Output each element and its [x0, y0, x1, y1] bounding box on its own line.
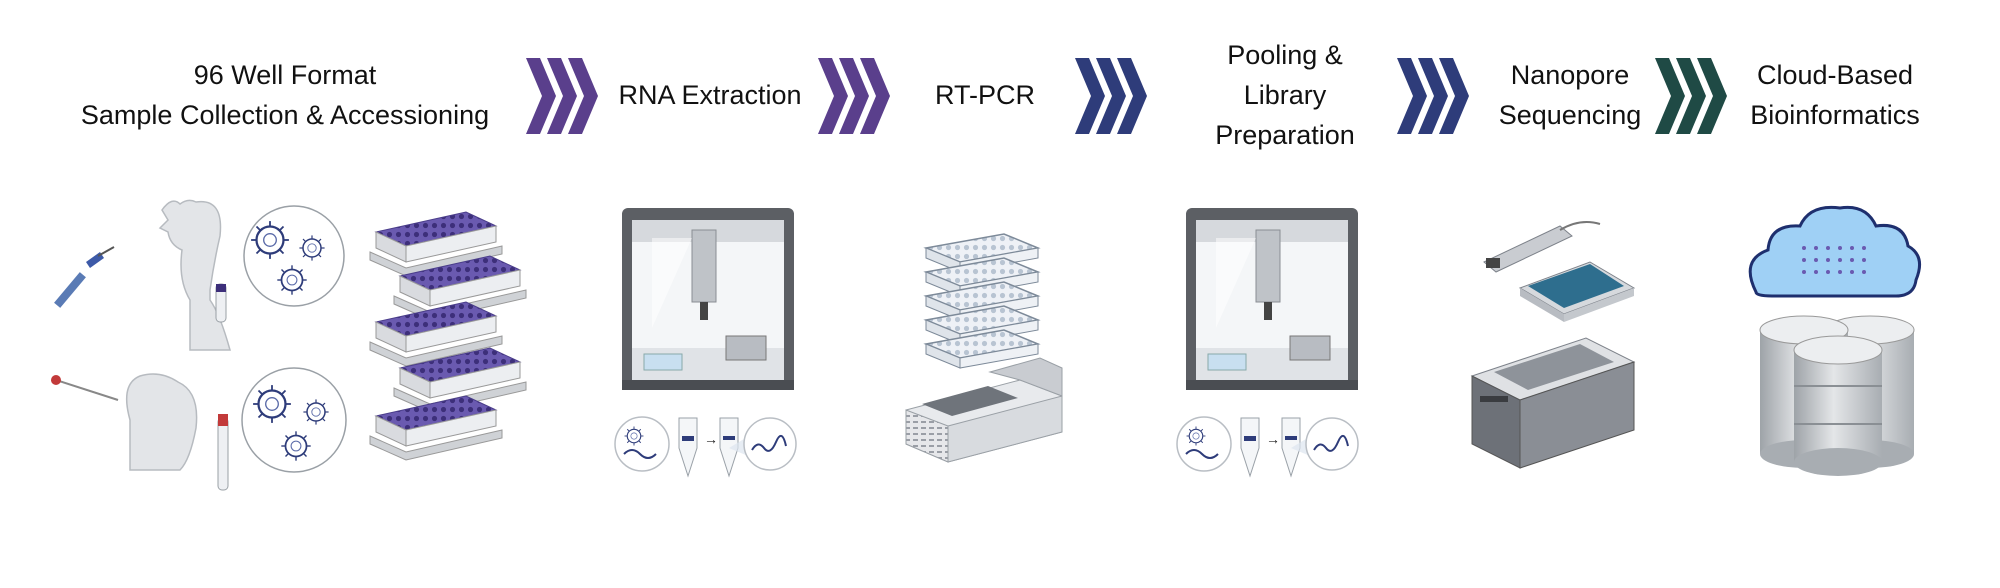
label-line: Cloud-Based — [1756, 60, 1914, 90]
step-label-sample-collection: 96 Well Format Sample Collection & Acces… — [70, 55, 500, 135]
database-servers-icon — [1759, 315, 1915, 476]
thermocycler-icon — [905, 357, 1063, 463]
minion-sequencer-icon — [1483, 221, 1636, 322]
chevron-arrow-icon — [1397, 58, 1469, 134]
step-label-nanopore: Nanopore Sequencing — [1480, 55, 1660, 135]
label-line: Library — [1243, 80, 1327, 110]
cloud-icon — [1748, 205, 1922, 298]
gridion-sequencer-icon — [1470, 337, 1636, 469]
label-line: Pooling & — [1227, 40, 1343, 70]
rna-tubes-icon — [615, 417, 796, 476]
virus-magnified-icon — [215, 205, 345, 323]
well-plate-stack-icon — [369, 211, 527, 461]
step-label-bioinformatics: Cloud-Based Bioinformatics — [1735, 55, 1935, 135]
liquid-handler-robot-icon — [621, 207, 795, 391]
nasal-swab-patient-icon — [54, 199, 231, 351]
library-tubes-icon — [1177, 417, 1358, 476]
label-line: Sequencing — [1498, 100, 1642, 130]
step-label-rna-extraction: RNA Extraction — [605, 75, 815, 115]
step-label-rt-pcr: RT-PCR — [910, 75, 1060, 115]
chevron-arrow-icon — [818, 58, 890, 134]
virus-magnified-icon — [217, 367, 347, 491]
label-line: Nanopore — [1510, 60, 1630, 90]
chevron-arrow-icon — [1655, 58, 1727, 134]
chevron-arrow-icon — [1075, 58, 1147, 134]
step-label-pooling-library: Pooling & Library Preparation — [1185, 35, 1385, 155]
label-line: Sample Collection & Accessioning — [80, 100, 490, 130]
label-line: RT-PCR — [934, 80, 1035, 110]
label-line: 96 Well Format — [193, 60, 377, 90]
throat-swab-patient-icon — [51, 373, 198, 471]
liquid-handler-robot-icon — [1185, 207, 1359, 391]
pcr-plate-stack-icon — [925, 233, 1039, 369]
label-line: RNA Extraction — [618, 80, 802, 110]
label-line: Bioinformatics — [1750, 100, 1920, 130]
label-line: Preparation — [1215, 120, 1355, 150]
chevron-arrow-icon — [526, 58, 598, 134]
